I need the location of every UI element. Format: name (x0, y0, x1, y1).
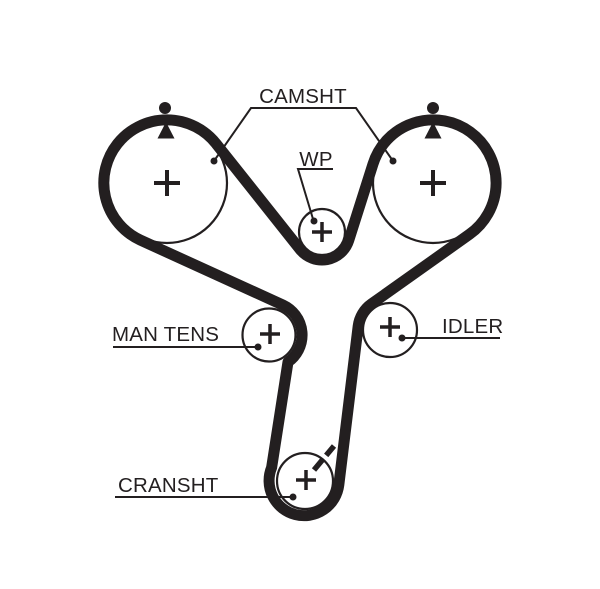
center-cross-marks (154, 170, 446, 490)
center-cross-crankshaft (296, 470, 316, 490)
center-cross-camshaft-left (154, 170, 180, 196)
timing-triangle-right (424, 122, 442, 139)
timing-dot-left (159, 102, 171, 114)
center-cross-idler (380, 317, 400, 337)
idler-leader-dot (398, 334, 406, 342)
crankshaft-leader-dot (289, 493, 297, 501)
camshaft-leader-dot-right (389, 157, 397, 165)
crankshaft-dashed-timing-mark (311, 444, 337, 472)
label-idler: IDLER (442, 315, 503, 338)
center-cross-camshaft-right (420, 170, 446, 196)
labels: CAMSHT WP MAN TENS IDLER CRANSHT (112, 85, 503, 497)
camshaft-timing-marks (157, 102, 442, 139)
crankshaft-pulley (275, 451, 335, 511)
water-pump-leader-line (296, 168, 333, 220)
timing-belt (98, 114, 502, 522)
timing-dot-right (427, 102, 439, 114)
leader-lines (113, 107, 500, 501)
water-pump-leader-dot (310, 217, 318, 225)
center-cross-tensioner (260, 324, 280, 344)
camshaft-leader-line (213, 107, 394, 162)
manual-tensioner-pulley (241, 307, 297, 363)
label-manual-tensioner: MAN TENS (112, 323, 219, 346)
label-camshaft: CAMSHT (259, 85, 347, 108)
camshaft-leader-dot-left (210, 157, 218, 165)
label-water-pump: WP (299, 148, 332, 171)
timing-triangle-left (157, 122, 175, 139)
center-cross-water-pump (312, 222, 332, 242)
label-crankshaft: CRANSHT (118, 474, 219, 497)
tensioner-leader-dot (254, 343, 262, 351)
